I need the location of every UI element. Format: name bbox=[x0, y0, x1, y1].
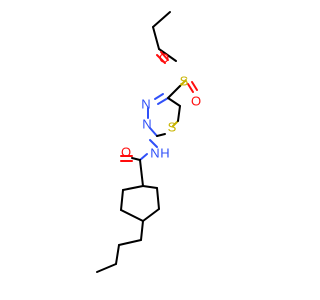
cyclohexyl-butyl-chain bbox=[96, 220, 144, 273]
sulfonyl-butyl-chain bbox=[152, 11, 177, 62]
amide-nitrogen-label: N bbox=[150, 146, 159, 161]
sulfonyl-oxygen-bottom-label: O bbox=[191, 94, 201, 109]
cyclohexane-ring bbox=[120, 185, 160, 222]
structure-canvas: S O O N N S N H O bbox=[96, 11, 201, 273]
carbonyl-oxygen-label: O bbox=[121, 145, 131, 160]
ring-nitrogen-bottom-label: N bbox=[142, 117, 151, 132]
atom-labels: S O O N N S N H O bbox=[121, 51, 201, 161]
sulfonyl-oxo-bonds bbox=[156, 51, 198, 93]
sulfonyl-sulfur-label: S bbox=[180, 74, 189, 89]
molecule-drawing: S O O N N S N H O bbox=[96, 11, 201, 273]
ring-sulfur-label: S bbox=[168, 120, 177, 135]
thiadiazole-ring bbox=[147, 85, 181, 137]
amide-hydrogen-label: H bbox=[160, 146, 169, 161]
ring-nitrogen-top-label: N bbox=[141, 97, 150, 112]
sulfonyl-oxygen-top-label: O bbox=[159, 51, 169, 66]
amide-linkage bbox=[120, 139, 158, 187]
